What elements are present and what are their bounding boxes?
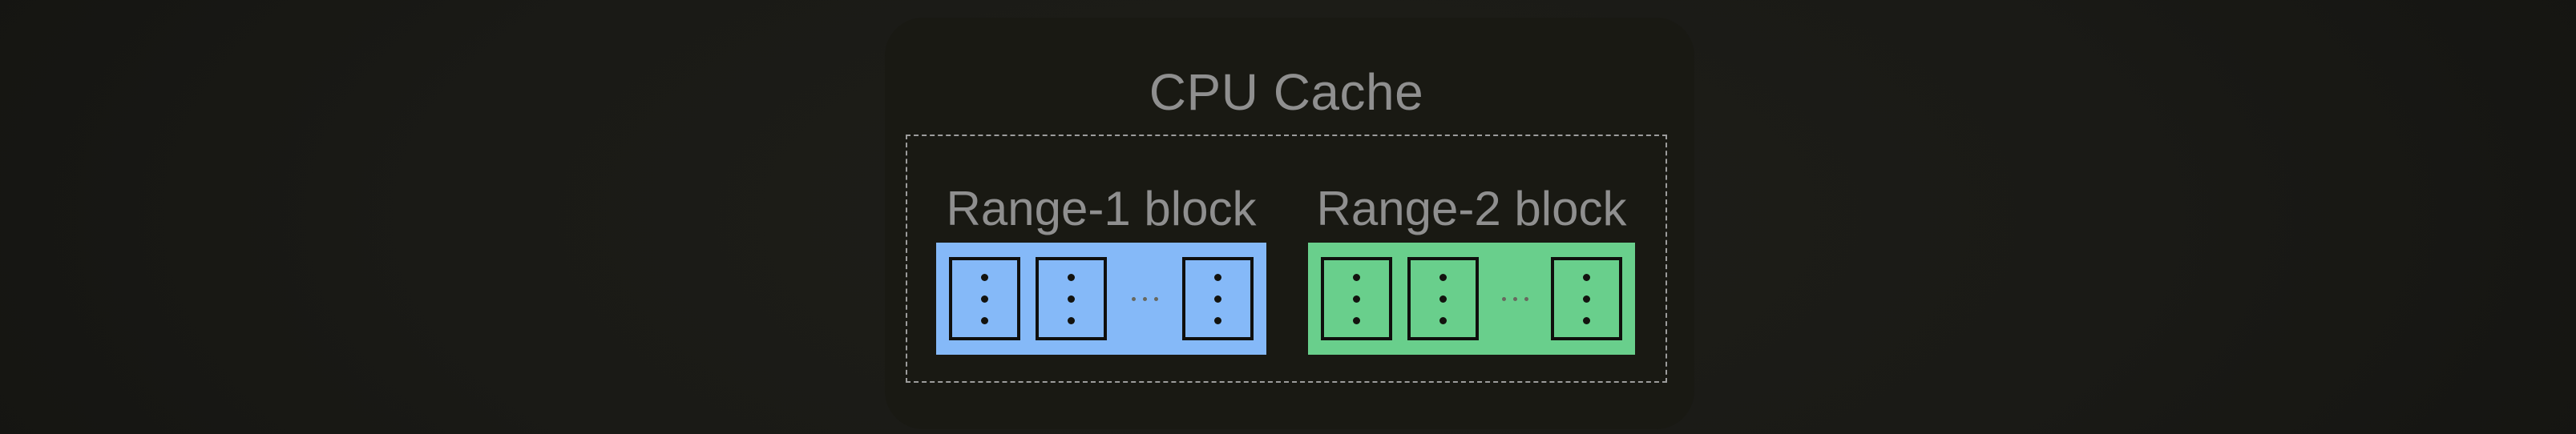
- vertical-ellipsis-icon: [1214, 273, 1221, 324]
- range-1-block: [936, 243, 1266, 355]
- range-1-label: Range-1 block: [946, 182, 1257, 235]
- vertical-ellipsis-icon: [981, 273, 988, 324]
- cpu-cache-container: [906, 135, 1667, 383]
- cache-line-cell: [949, 257, 1020, 340]
- cache-line-cell: [1182, 257, 1254, 340]
- vertical-ellipsis-icon: [1068, 273, 1075, 324]
- diagram-card: [885, 18, 1694, 429]
- horizontal-ellipsis-icon: [1479, 296, 1551, 301]
- vertical-ellipsis-icon: [1353, 273, 1360, 324]
- vertical-ellipsis-icon: [1439, 273, 1447, 324]
- vertical-ellipsis-icon: [1583, 273, 1590, 324]
- diagram-title: CPU Cache: [1149, 63, 1424, 121]
- horizontal-ellipsis-icon: [1107, 296, 1182, 301]
- cache-line-cell: [1036, 257, 1107, 340]
- range-2-label: Range-2 block: [1316, 182, 1627, 235]
- cache-line-cell: [1407, 257, 1479, 340]
- cache-line-cell: [1321, 257, 1392, 340]
- range-2-block: [1308, 243, 1635, 355]
- cache-line-cell: [1551, 257, 1622, 340]
